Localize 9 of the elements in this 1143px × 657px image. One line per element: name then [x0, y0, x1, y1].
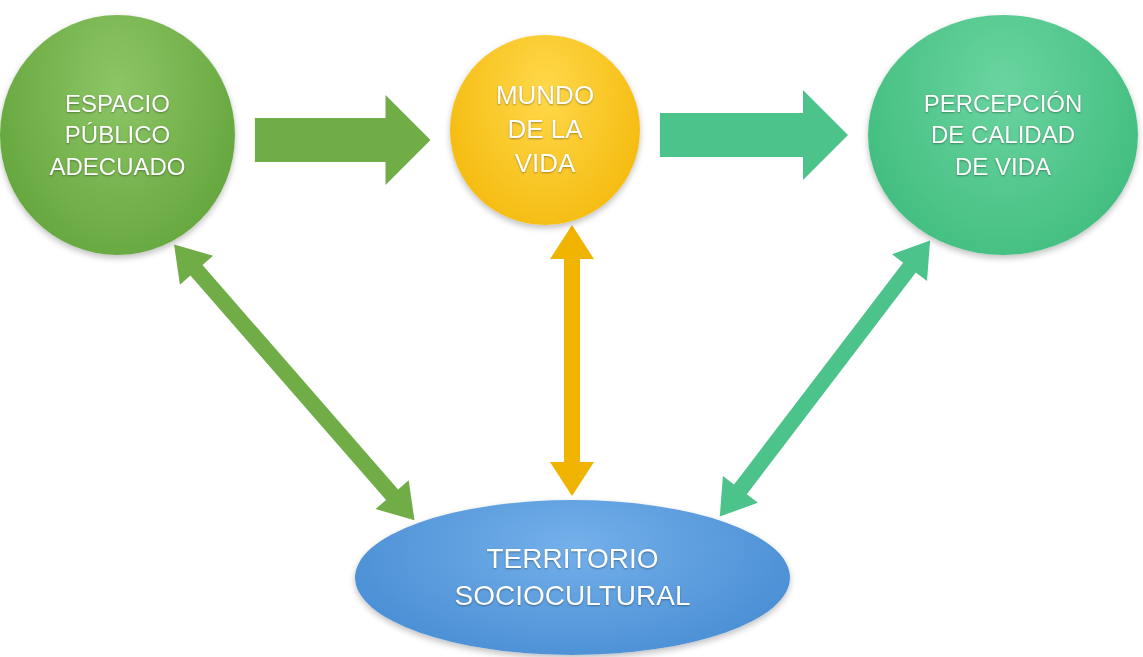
- double-arrow: [719, 240, 931, 517]
- double-arrow: [174, 244, 415, 521]
- block-arrow: [254, 95, 431, 185]
- node-label: ESPACIO PÚBLICO ADECUADO: [48, 89, 187, 182]
- block-arrow: [659, 90, 848, 180]
- node-label: PERCEPCIÓN DE CALIDAD DE VIDA: [922, 89, 1084, 182]
- node-label: TERRITORIO SOCIOCULTURAL: [453, 542, 692, 613]
- double-arrow: [550, 225, 594, 496]
- node-label: MUNDO DE LA VIDA: [494, 79, 596, 180]
